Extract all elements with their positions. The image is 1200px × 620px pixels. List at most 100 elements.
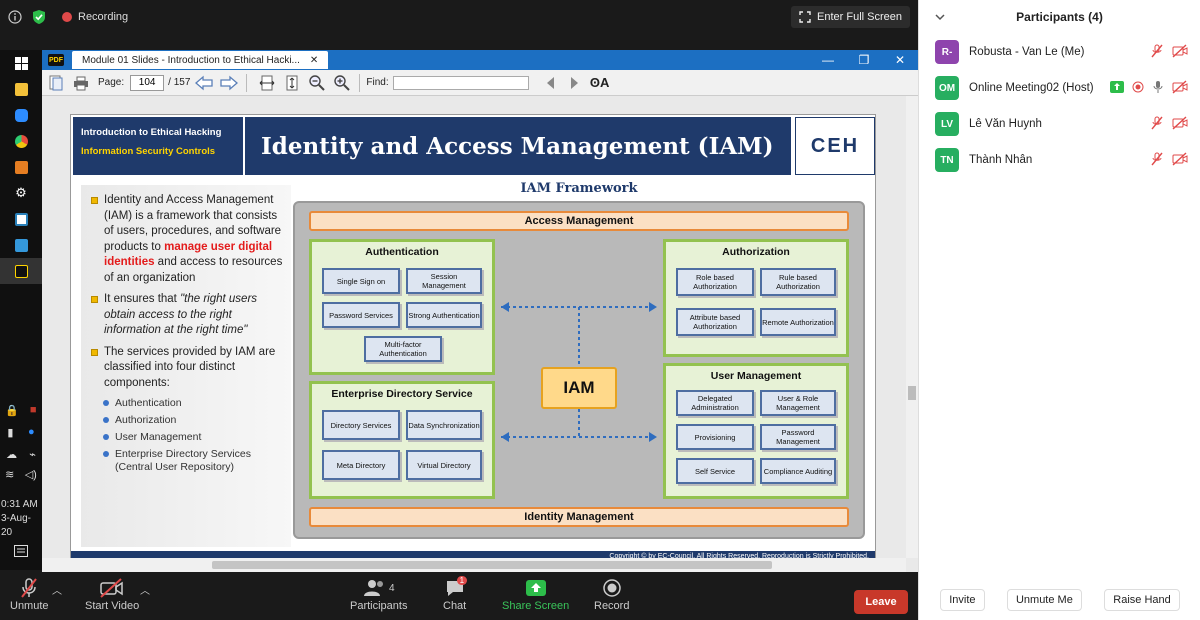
chat-button[interactable]: 1 Chat [443, 576, 468, 612]
zoom-app-icon[interactable] [0, 102, 42, 128]
horizontal-scrollbar[interactable] [42, 558, 906, 572]
video-options-chevron-icon[interactable]: ︿ [140, 586, 150, 597]
collapse-chevron-icon[interactable] [935, 10, 945, 24]
user-mgmt-item: User & Role Management [760, 390, 836, 416]
find-next-icon[interactable] [564, 73, 586, 93]
enter-fullscreen-button[interactable]: Enter Full Screen [791, 6, 910, 28]
eds-item: Directory Services [322, 410, 400, 440]
unmute-me-button[interactable]: Unmute Me [1006, 589, 1082, 611]
auth-item: Single Sign on [322, 268, 400, 294]
previous-page-icon[interactable] [193, 73, 215, 93]
notification-icon[interactable] [0, 538, 42, 564]
sub-bullet-item: Enterprise Directory Services (Central U… [103, 448, 283, 474]
maximize-icon[interactable]: ❐ [858, 53, 870, 67]
meeting-area: Recording Enter Full Screen ⚙ 🔒 ■ [0, 6, 918, 620]
unmute-button[interactable]: Unmute [10, 576, 49, 612]
find-previous-icon[interactable] [539, 73, 561, 93]
text-options-icon[interactable]: ʘA [589, 75, 610, 90]
shield-icon[interactable] [30, 8, 48, 26]
sub-bullet-text: Authentication [115, 397, 182, 409]
next-page-icon[interactable] [218, 73, 240, 93]
taskbar-clock[interactable]: 0:31 AM 3-Aug-20 [0, 498, 42, 540]
tab-close-icon[interactable]: ✕ [309, 54, 319, 66]
bullet-text: Identity and Access Management (IAM) is … [104, 193, 283, 286]
zoom-in-icon[interactable] [331, 73, 353, 93]
antivirus-icon[interactable]: ■ [29, 404, 37, 416]
sub-bullet-item: Authorization [103, 414, 283, 427]
user-management-panel: User Management Delegated Administration… [663, 363, 849, 499]
bullet-square-icon [91, 348, 98, 356]
leave-button[interactable]: Leave [854, 590, 908, 614]
avatar: OM [935, 76, 959, 100]
document-view[interactable]: Introduction to Ethical Hacking Informat… [42, 96, 918, 572]
bullet-square-icon [91, 296, 98, 303]
muted-mic-icon [1151, 152, 1163, 166]
start-video-button[interactable]: Start Video [85, 576, 139, 612]
record-button[interactable]: Record [594, 576, 629, 612]
raise-hand-button[interactable]: Raise Hand [1104, 589, 1180, 611]
authorization-panel: Authorization Role based Authorization R… [663, 239, 849, 357]
zoom-tray-icon[interactable]: ● [28, 426, 35, 438]
window-controls: — ❐ ✕ [810, 50, 918, 70]
zoom-out-icon[interactable] [306, 73, 328, 93]
sub-bullet-item: User Management [103, 431, 283, 444]
network-icon[interactable]: ⌁ [29, 449, 36, 461]
participant-row[interactable]: R- Robusta - Van Le (Me) [919, 34, 1200, 70]
share-screen-button[interactable]: Share Screen [502, 576, 569, 612]
invite-button[interactable]: Invite [940, 589, 985, 611]
pdf-app-icon: PDF [48, 54, 64, 66]
file-explorer-icon[interactable] [0, 76, 42, 102]
participants-panel: Participants (4) R- Robusta - Van Le (Me… [918, 0, 1200, 620]
wifi-icon[interactable]: ≋ [5, 469, 15, 481]
identity-management-bar: Identity Management [309, 507, 849, 527]
mic-icon [1153, 81, 1163, 93]
participants-button[interactable]: 4 Participants [350, 576, 407, 612]
lock-icon[interactable]: 🔒 [5, 405, 20, 417]
share-screen-icon [525, 576, 547, 600]
vertical-scroll-thumb[interactable] [908, 386, 916, 400]
horizontal-scroll-thumb[interactable] [212, 561, 772, 569]
open-file-icon[interactable] [45, 73, 67, 93]
remote-app-icon[interactable] [0, 232, 42, 258]
volume-icon[interactable]: ◁) [24, 469, 37, 481]
minimize-icon[interactable]: — [822, 53, 834, 67]
participant-status-icons [1150, 152, 1188, 166]
fit-width-icon[interactable] [256, 73, 278, 93]
fit-page-icon[interactable] [281, 73, 303, 93]
participant-row[interactable]: LV Lê Văn Huynh [919, 106, 1200, 142]
usb-icon[interactable]: ▮ [7, 427, 14, 439]
slide-section-title: Information Security Controls [81, 146, 216, 157]
pdf-window-titlebar: PDF Module 01 Slides - Introduction to E… [42, 50, 918, 70]
eds-item: Virtual Directory [406, 450, 482, 480]
bullet1-highlight: manage user digital identities [104, 240, 273, 269]
chrome-icon[interactable] [0, 128, 42, 154]
pdf-viewer-icon[interactable] [0, 258, 42, 284]
sub-bullet-dot-icon [103, 451, 109, 457]
toolbar-separator [246, 73, 248, 92]
participant-row[interactable]: OM Online Meeting02 (Host) [919, 70, 1200, 106]
document-tab[interactable]: Module 01 Slides - Introduction to Ethic… [72, 51, 329, 69]
find-input[interactable] [392, 75, 529, 90]
meeting-controls-bar: Unmute ︿ Start Video ︿ 4 Participants [0, 572, 918, 620]
page-number-input[interactable] [130, 74, 165, 91]
paint-icon[interactable] [0, 154, 42, 180]
vertical-scrollbar[interactable] [906, 96, 918, 558]
bullet1-text-b: and access to resources of an organizati… [104, 256, 283, 284]
windows-start-icon[interactable] [0, 50, 42, 76]
bullet1-text-a: Identity and Access Management (IAM) is … [104, 194, 282, 253]
muted-mic-icon [1151, 116, 1163, 130]
authentication-title: Authentication [365, 246, 439, 258]
print-icon[interactable] [70, 73, 92, 93]
sub-bullet-dot-icon [103, 434, 109, 440]
participant-row[interactable]: TN Thành Nhân [919, 142, 1200, 178]
tray-row-3: ☁ ⌁ [0, 448, 42, 461]
weather-icon[interactable]: ☁ [6, 449, 18, 461]
window-app-icon[interactable] [0, 206, 42, 232]
close-icon[interactable]: ✕ [894, 53, 906, 67]
info-icon[interactable] [6, 8, 24, 26]
slide-module-title: Introduction to Ethical Hacking [81, 127, 222, 138]
authorization-item: Remote Authorization [760, 308, 836, 336]
audio-options-chevron-icon[interactable]: ︿ [52, 586, 62, 597]
settings-icon[interactable]: ⚙ [15, 185, 27, 200]
sharing-screen-icon [1110, 81, 1124, 93]
